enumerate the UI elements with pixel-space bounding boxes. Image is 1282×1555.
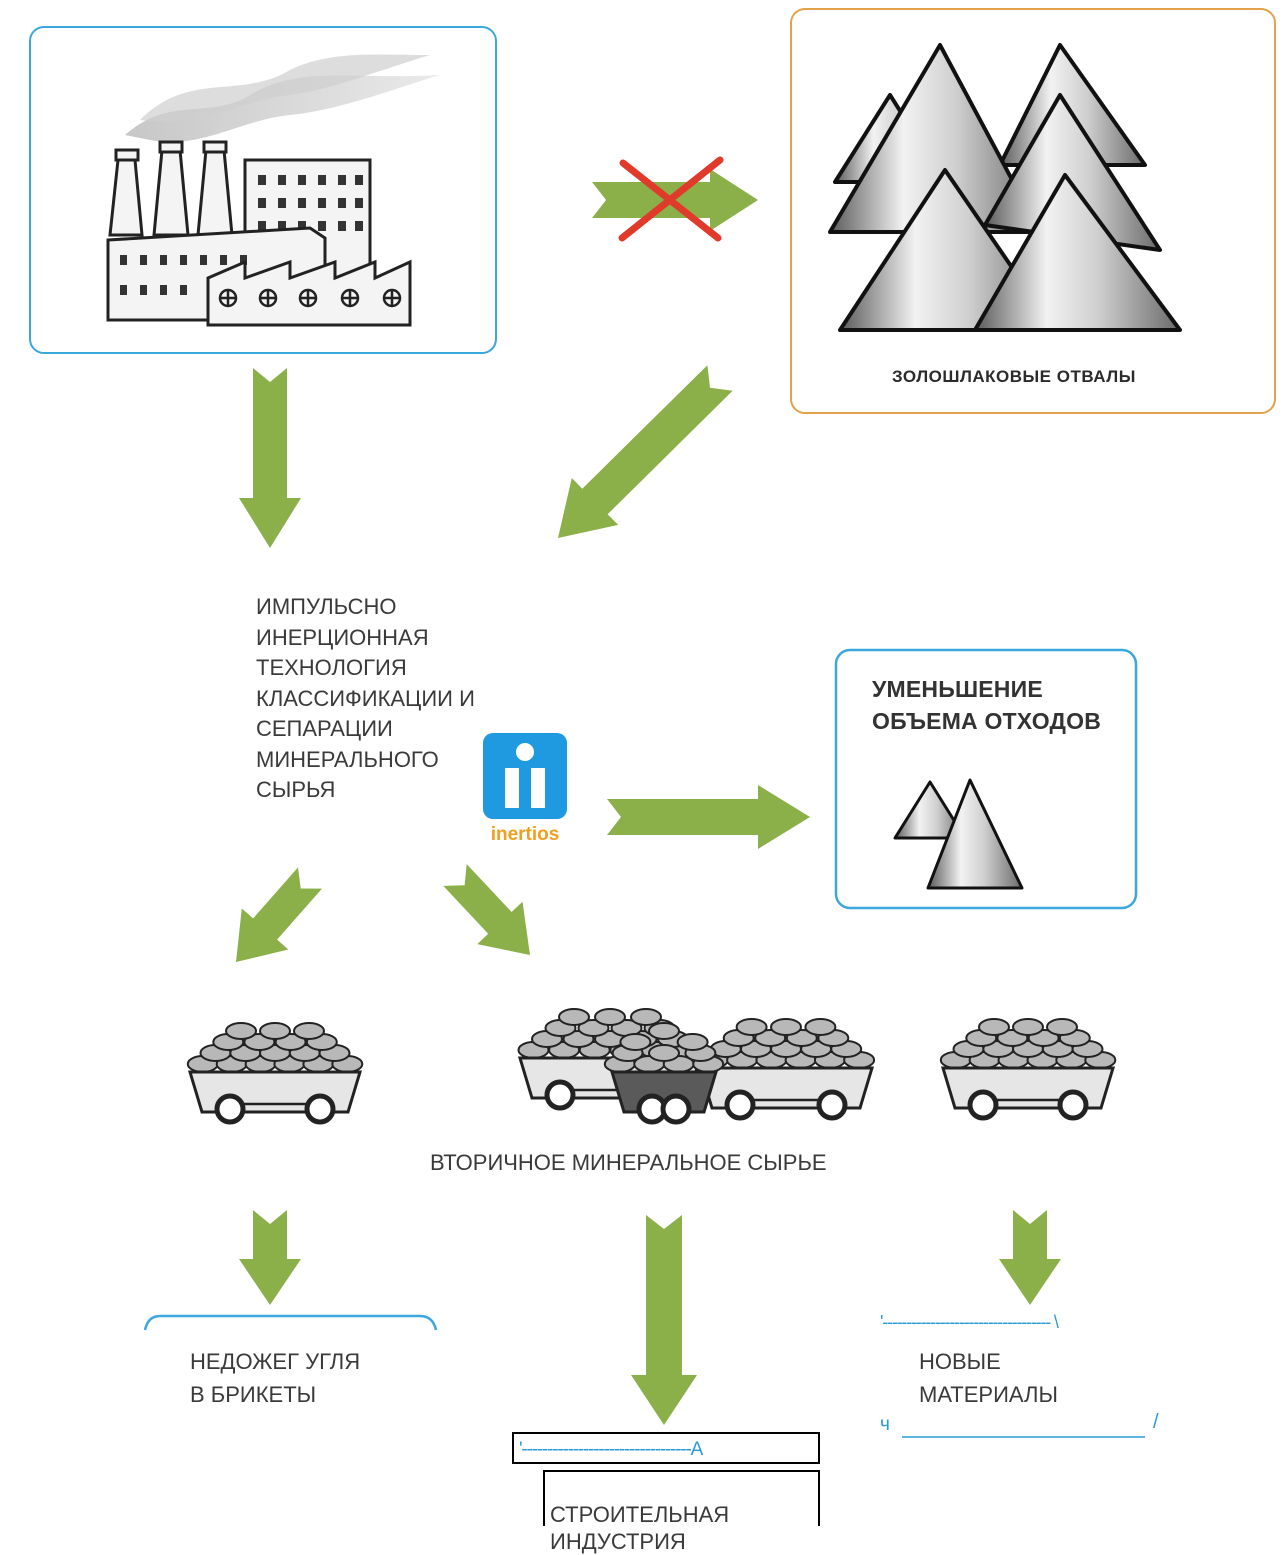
new-materials-bottom-left-artifact: ч	[880, 1414, 890, 1435]
svg-text:inertios: inertios	[491, 824, 560, 845]
middle-cart-right-icon	[696, 1018, 876, 1121]
factory-icon	[106, 54, 440, 327]
underburn-label: НЕДОЖЕГ УГЛЯ В БРИКЕТЫ	[190, 1349, 361, 1407]
reduction-card	[834, 648, 1138, 910]
arrow-dumps-to-technology	[558, 365, 733, 538]
middle-cart-dark-icon	[603, 1022, 725, 1125]
secondary-raw-label: ВТОРИЧНОЕ МИНЕРАЛЬНОЕ СЫРЬЕ	[430, 1150, 827, 1175]
left-cart-icon	[186, 1022, 364, 1125]
inertios-logo: inertios	[483, 733, 567, 845]
small-cones-icon	[893, 778, 1024, 890]
technology-label: ИМПУЛЬСНО ИНЕРЦИОННАЯ ТЕХНОЛОГИЯ КЛАССИФ…	[256, 594, 475, 802]
construction-box: СТРОИТЕЛЬНАЯ ИНДУСТРИЯ	[543, 1470, 820, 1554]
construction-top-artifact: '---------------------------------A	[519, 1439, 703, 1460]
arrows-group	[236, 169, 1061, 1425]
cones-icon	[828, 43, 1182, 332]
blocked-cross-icon	[618, 156, 724, 242]
arrow-to-construction	[631, 1215, 697, 1425]
carts-group	[186, 1008, 1117, 1125]
underburn-card-edge	[143, 1314, 438, 1331]
arrow-tech-to-middle-cart	[443, 864, 530, 955]
arrow-technology-to-reduction	[607, 785, 810, 849]
right-cart-icon	[939, 1018, 1117, 1121]
construction-label: СТРОИТЕЛЬНАЯ ИНДУСТРИЯ	[550, 1502, 730, 1554]
arrow-tech-to-left-cart	[236, 867, 322, 962]
dumps-label: ЗОЛОШЛАКОВЫЕ ОТВАЛЫ	[892, 367, 1136, 386]
construction-top-frame: '---------------------------------A	[512, 1432, 820, 1464]
new-materials-bottom-right-artifact: /	[1153, 1411, 1159, 1433]
reduction-label: УМЕНЬШЕНИЕ ОБЪЕМА ОТХОДОВ	[872, 676, 1102, 734]
arrow-factory-down	[239, 368, 301, 548]
arrow-to-underburn	[239, 1210, 301, 1305]
new-materials-label: НОВЫЕ МАТЕРИАЛЫ	[919, 1349, 1058, 1407]
new-materials-top-artifact: '----------------------------------- \	[880, 1312, 1059, 1332]
arrow-to-new-materials	[999, 1210, 1061, 1305]
